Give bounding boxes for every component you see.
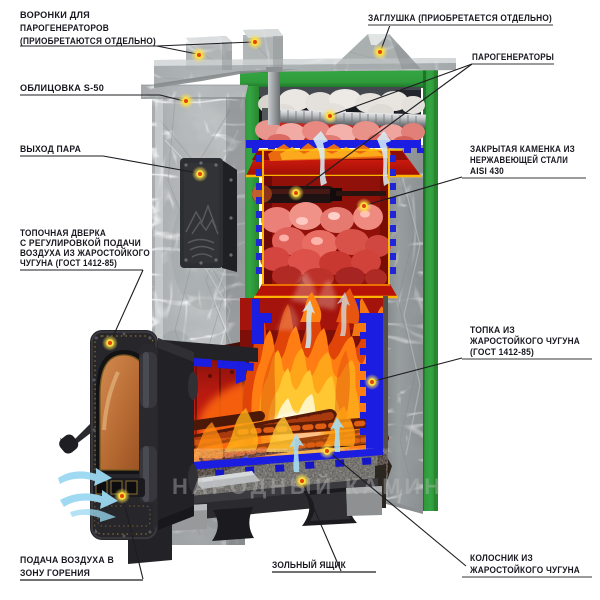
svg-text:ЗАГЛУШКА (ПРИОБРЕТАЕТСЯ ОТДЕЛЬ: ЗАГЛУШКА (ПРИОБРЕТАЕТСЯ ОТДЕЛЬНО) [368,13,552,24]
svg-text:(ПРИОБРЕТАЮТСЯ ОТДЕЛЬНО): (ПРИОБРЕТАЮТСЯ ОТДЕЛЬНО) [20,36,156,47]
svg-text:ЧУГУНА (ГОСТ 1412-85): ЧУГУНА (ГОСТ 1412-85) [20,258,117,269]
svg-text:ОБЛИЦОВКА S-50: ОБЛИЦОВКА S-50 [20,83,104,94]
svg-text:ЖАРОСТОЙКОГО ЧУГУНА: ЖАРОСТОЙКОГО ЧУГУНА [469,335,580,347]
svg-text:ВОЗДУХА ИЗ ЖАРОСТОЙКОГО: ВОЗДУХА ИЗ ЖАРОСТОЙКОГО [20,247,150,259]
svg-text:ЗОНУ ГОРЕНИЯ: ЗОНУ ГОРЕНИЯ [20,568,90,579]
svg-text:ЗОЛЬНЫЙ ЯЩИК: ЗОЛЬНЫЙ ЯЩИК [272,559,346,571]
svg-text:КОЛОСНИК ИЗ: КОЛОСНИК ИЗ [470,553,533,564]
svg-text:ПАРОГЕНЕРАТОРЫ: ПАРОГЕНЕРАТОРЫ [472,52,554,63]
svg-text:ПАРОГЕНЕРАТОРОВ: ПАРОГЕНЕРАТОРОВ [20,23,109,34]
svg-text:ЗАКРЫТАЯ КАМЕНКА ИЗ: ЗАКРЫТАЯ КАМЕНКА ИЗ [470,144,575,155]
svg-text:ВОРОНКИ ДЛЯ: ВОРОНКИ ДЛЯ [20,10,90,21]
svg-text:ПОДАЧА ВОЗДУХА В: ПОДАЧА ВОЗДУХА В [20,555,114,566]
svg-text:ТОПОЧНАЯ ДВЕРКА: ТОПОЧНАЯ ДВЕРКА [20,228,106,239]
svg-text:НЕРЖАВЕЮЩЕЙ СТАЛИ: НЕРЖАВЕЮЩЕЙ СТАЛИ [470,154,568,166]
svg-text:ТОПКА ИЗ: ТОПКА ИЗ [470,325,515,336]
svg-text:ЖАРОСТОЙКОГО ЧУГУНА: ЖАРОСТОЙКОГО ЧУГУНА [469,564,580,576]
svg-text:ВЫХОД ПАРА: ВЫХОД ПАРА [20,144,81,155]
svg-text:AISI 430: AISI 430 [470,166,504,177]
svg-text:(ГОСТ 1412-85): (ГОСТ 1412-85) [470,347,534,358]
svg-text:С РЕГУЛИРОВКОЙ ПОДАЧИ: С РЕГУЛИРОВКОЙ ПОДАЧИ [20,237,141,249]
